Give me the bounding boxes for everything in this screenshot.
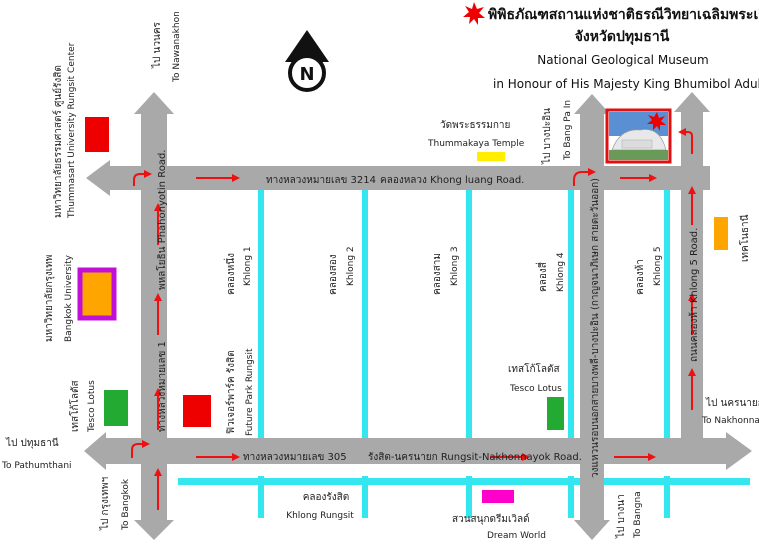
- road-ring-arrow-north: [574, 94, 610, 114]
- roads: [84, 92, 752, 540]
- canal-khlong-2: [362, 188, 368, 438]
- rangsit-nakhonnayok-label: รังสิต-นครนายก Rungsit-Nakhonnayok Road.: [368, 452, 582, 463]
- khlong-rangsit-label-th: คลองรังสิต: [303, 492, 350, 503]
- tesco-lotus-left-label-en: Tesco Lotus: [87, 380, 97, 433]
- future-park-label-en: Future Park Rungsit: [245, 348, 255, 436]
- canal-khlong-3: [466, 188, 472, 438]
- to-pathumthani-th: ไป ปทุมธานี: [5, 437, 59, 449]
- khlong-5-road-label: ถนนคลองห้า Khlong 5 Road.: [688, 228, 700, 362]
- canal-khlong-1: [258, 188, 264, 438]
- road-ring-arrow-south: [574, 520, 610, 540]
- khlong-4-label-en: Khlong 4: [556, 252, 566, 292]
- museum-photo-wing: [621, 139, 653, 149]
- canal-rangsit-k5: [664, 476, 670, 518]
- to-nakhonnayok-en: To Nakhonnayok: [701, 416, 759, 426]
- canal-rangsit: [178, 478, 750, 485]
- dreamworld-label-th: สวนสนุกดรีมเวิลด์: [452, 513, 530, 525]
- road-305-label: ทางหลวงหมายเลข 305: [243, 452, 347, 463]
- road-305-arrow-west: [84, 432, 106, 470]
- khlong-5-label-th: คลองห้า: [634, 259, 646, 295]
- museum-photo-ground: [609, 150, 668, 160]
- tesco-lotus-mid-label-th: เทสโก้โลตัส: [508, 362, 560, 375]
- techno-label-th: เทคโนธานี: [738, 214, 751, 262]
- canal-khlong-5: [664, 188, 670, 438]
- future-park-label-th: ฟิวเจอร์พาร์ค รังสิต: [225, 350, 237, 434]
- canal-rangsit-k1: [258, 476, 264, 518]
- tesco-lotus-left-label-th: เทสโก้โลตัส: [68, 380, 81, 432]
- thammasat-label-en: Thummasart University Rungsit Center: [67, 42, 77, 219]
- khlong-3-label-en: Khlong 3: [450, 246, 460, 286]
- thammasat-label-th: มหาวิทยาลัยธรรมศาสตร์ ศูนย์รังสิต: [52, 65, 64, 218]
- road-ring-bangna-bangpain: [580, 112, 604, 524]
- place-markers: [77, 117, 728, 503]
- bangkok-university-label-th: มหาวิทยาลัยกรุงเทพ: [44, 255, 55, 342]
- khlong-1-label-en: Khlong 1: [243, 246, 253, 286]
- museum-star-icon: [647, 112, 666, 131]
- khlong-luang-road-label: คลองหลวง Khong luang Road.: [380, 175, 524, 186]
- road-3214-arrow-west: [86, 160, 110, 196]
- ring-road-label: วงแหวนรอบนอกสายบางพลี-บางปะอิน (กาญจนาภิ…: [589, 178, 601, 478]
- to-bangna-en: To Bangna: [633, 491, 643, 539]
- tesco-lotus-mid-label-en: Tesco Lotus: [509, 384, 562, 394]
- compass-icon: N: [285, 30, 329, 92]
- canal-rangsit-k2: [362, 476, 368, 518]
- temple-marker: [477, 152, 505, 161]
- museum-photo: [605, 108, 672, 164]
- museum-honour-en: in Honour of His Majesty King Bhumibol A…: [493, 77, 759, 91]
- khlong-2-label-th: คลองสอง: [328, 254, 339, 295]
- to-bangkok-th: ไป กรุงเทพฯ: [99, 477, 111, 531]
- to-pathumthani-en: To Pathumthani: [1, 461, 72, 471]
- temple-label-th: วัดพระธรรมกาย: [440, 120, 510, 131]
- road-phahonyothin-arrow-north: [134, 92, 174, 114]
- khlong-rangsit-label-en: Khlong Rungsit: [286, 511, 354, 521]
- museum-title-th: พิพิธภัณฑสถานแห่งชาติธรณีวิทยาเฉลิมพระเก…: [488, 7, 759, 23]
- phahonyothin-label: พหลโยธิน Phahonyotin Road.: [155, 150, 168, 290]
- to-bangpain-en: To Bang Pa In: [563, 100, 573, 161]
- khlong-4-label-th: คลองสี่: [535, 262, 549, 292]
- route-arrow-turn: [131, 440, 150, 458]
- road-305-arrow-east: [726, 432, 752, 470]
- to-nawanakhon-en: To Nawanakhon: [172, 11, 182, 83]
- canal-khlong-4: [568, 188, 574, 438]
- tesco-lotus-left-marker: [104, 390, 128, 426]
- thammasat-marker: [85, 117, 109, 152]
- khlong-5-label-en: Khlong 5: [653, 246, 663, 286]
- to-nakhonnayok-th: ไป นครนายก: [705, 397, 759, 409]
- road-phahonyothin-arrow-south: [134, 520, 174, 540]
- khlong-2-label-en: Khlong 2: [346, 246, 356, 286]
- techno-marker: [714, 217, 728, 250]
- road-phahonyothin: [141, 112, 167, 524]
- route-arrow-turn: [678, 128, 693, 154]
- khlong-3-label-th: คลองสาม: [432, 253, 443, 295]
- road-khlong5-arrow-north: [674, 92, 710, 112]
- route-arrow-turn: [573, 168, 596, 186]
- road-khlong-5: [681, 110, 703, 450]
- canals: [178, 188, 750, 518]
- museum-province-th: จังหวัดปทุมธานี: [575, 29, 670, 45]
- museum-title-en: National Geological Museum: [537, 53, 708, 67]
- canal-rangsit-k4: [568, 476, 574, 518]
- compass-letter: N: [299, 64, 314, 85]
- road-305: [104, 438, 728, 464]
- to-bangpain-th: ไป บางปะอิน: [541, 108, 553, 165]
- temple-label-en: Thummakaya Temple: [427, 139, 525, 149]
- future-park-marker: [183, 395, 211, 427]
- tesco-lotus-mid-marker: [547, 397, 564, 430]
- road-3214-label: ทางหลวงหมายเลข 3214: [266, 175, 376, 186]
- bangkok-university-label-en: Bangkok University: [64, 254, 74, 342]
- title-star-icon: [463, 2, 485, 25]
- khlong-1-label-th: คลองหนึ่ง: [223, 253, 237, 295]
- canal-rangsit-k3: [466, 476, 472, 518]
- dreamworld-label-en: Dream World: [487, 531, 546, 541]
- to-bangkok-en: To Bangkok: [121, 478, 131, 531]
- route-arrow-turn: [133, 170, 152, 186]
- dreamworld-marker: [482, 490, 514, 503]
- route-arrows: [131, 128, 696, 510]
- to-bangna-th: ไป บางนา: [615, 494, 627, 539]
- to-nawanakhon-th: ไป นวนคร: [151, 21, 163, 69]
- road-1-label: ทางหลวงหมายเลข 1: [157, 341, 168, 432]
- bangkok-university-marker: [77, 267, 117, 321]
